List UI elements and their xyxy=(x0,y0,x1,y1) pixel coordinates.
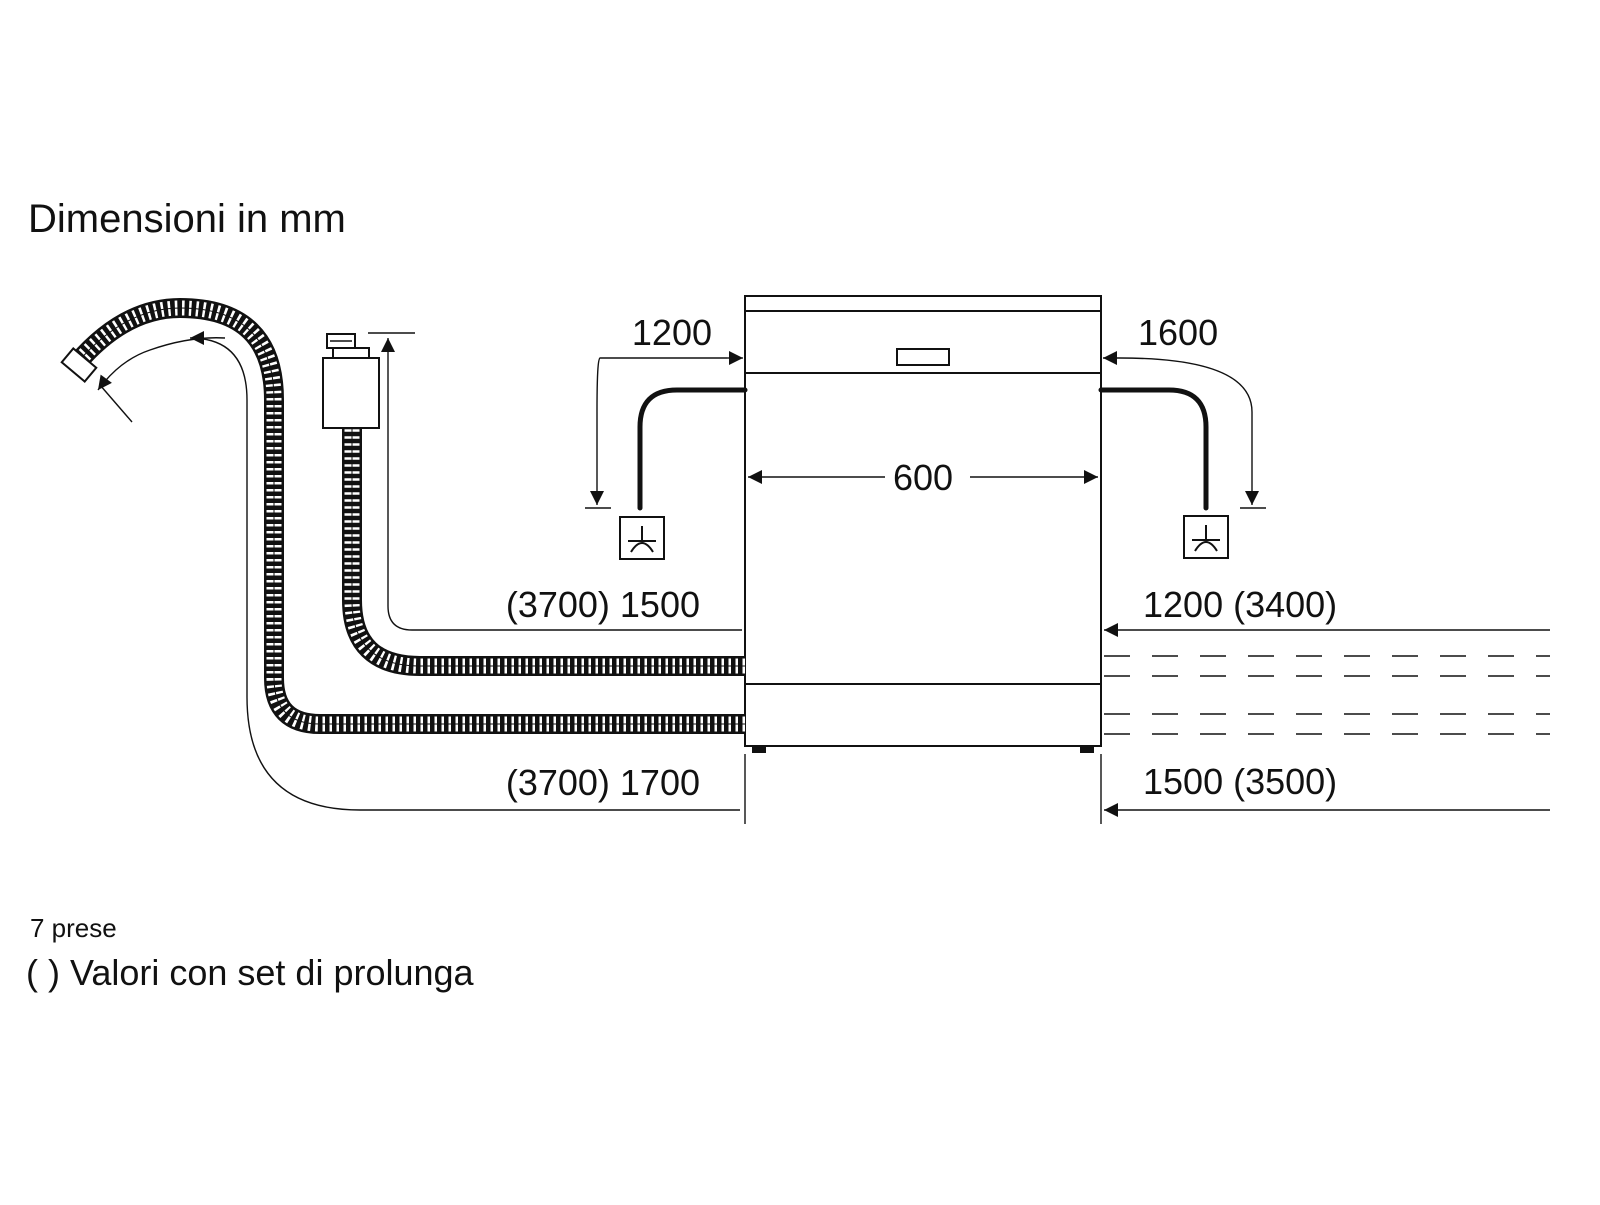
place-settings-note: 7 prese xyxy=(30,913,117,943)
power-socket-icon xyxy=(619,516,665,560)
inlet-left-length-label: (3700) 1700 xyxy=(506,762,700,803)
drain-right-label: 1200 (3400) xyxy=(1143,584,1337,625)
right-foot-icon xyxy=(1080,746,1094,753)
dishwasher-outline-icon xyxy=(744,295,1102,753)
inlet-right-height-label: 1600 xyxy=(1138,312,1218,353)
control-panel-display-icon xyxy=(896,348,950,366)
aquastop-inlet-hose-icon xyxy=(322,332,745,676)
extension-set-note: ( ) Valori con set di prolunga xyxy=(26,952,475,993)
left-foot-icon xyxy=(752,746,766,753)
width-label: 600 xyxy=(893,457,953,498)
power-socket-icon xyxy=(1183,515,1229,559)
inlet-right-length-label: 1500 (3500) xyxy=(1143,761,1337,802)
width-dimension: 600 xyxy=(748,457,1098,498)
left-power-cable: 1200 xyxy=(585,312,748,560)
right-power-cable: 1600 xyxy=(1098,312,1266,559)
inlet-left-height-label: 1200 xyxy=(632,312,712,353)
page-title: Dimensioni in mm xyxy=(28,197,346,241)
right-hose-dashed xyxy=(1104,655,1550,735)
drain-left-label: (3700) 1500 xyxy=(506,584,700,625)
drain-hose-icon xyxy=(60,297,745,811)
